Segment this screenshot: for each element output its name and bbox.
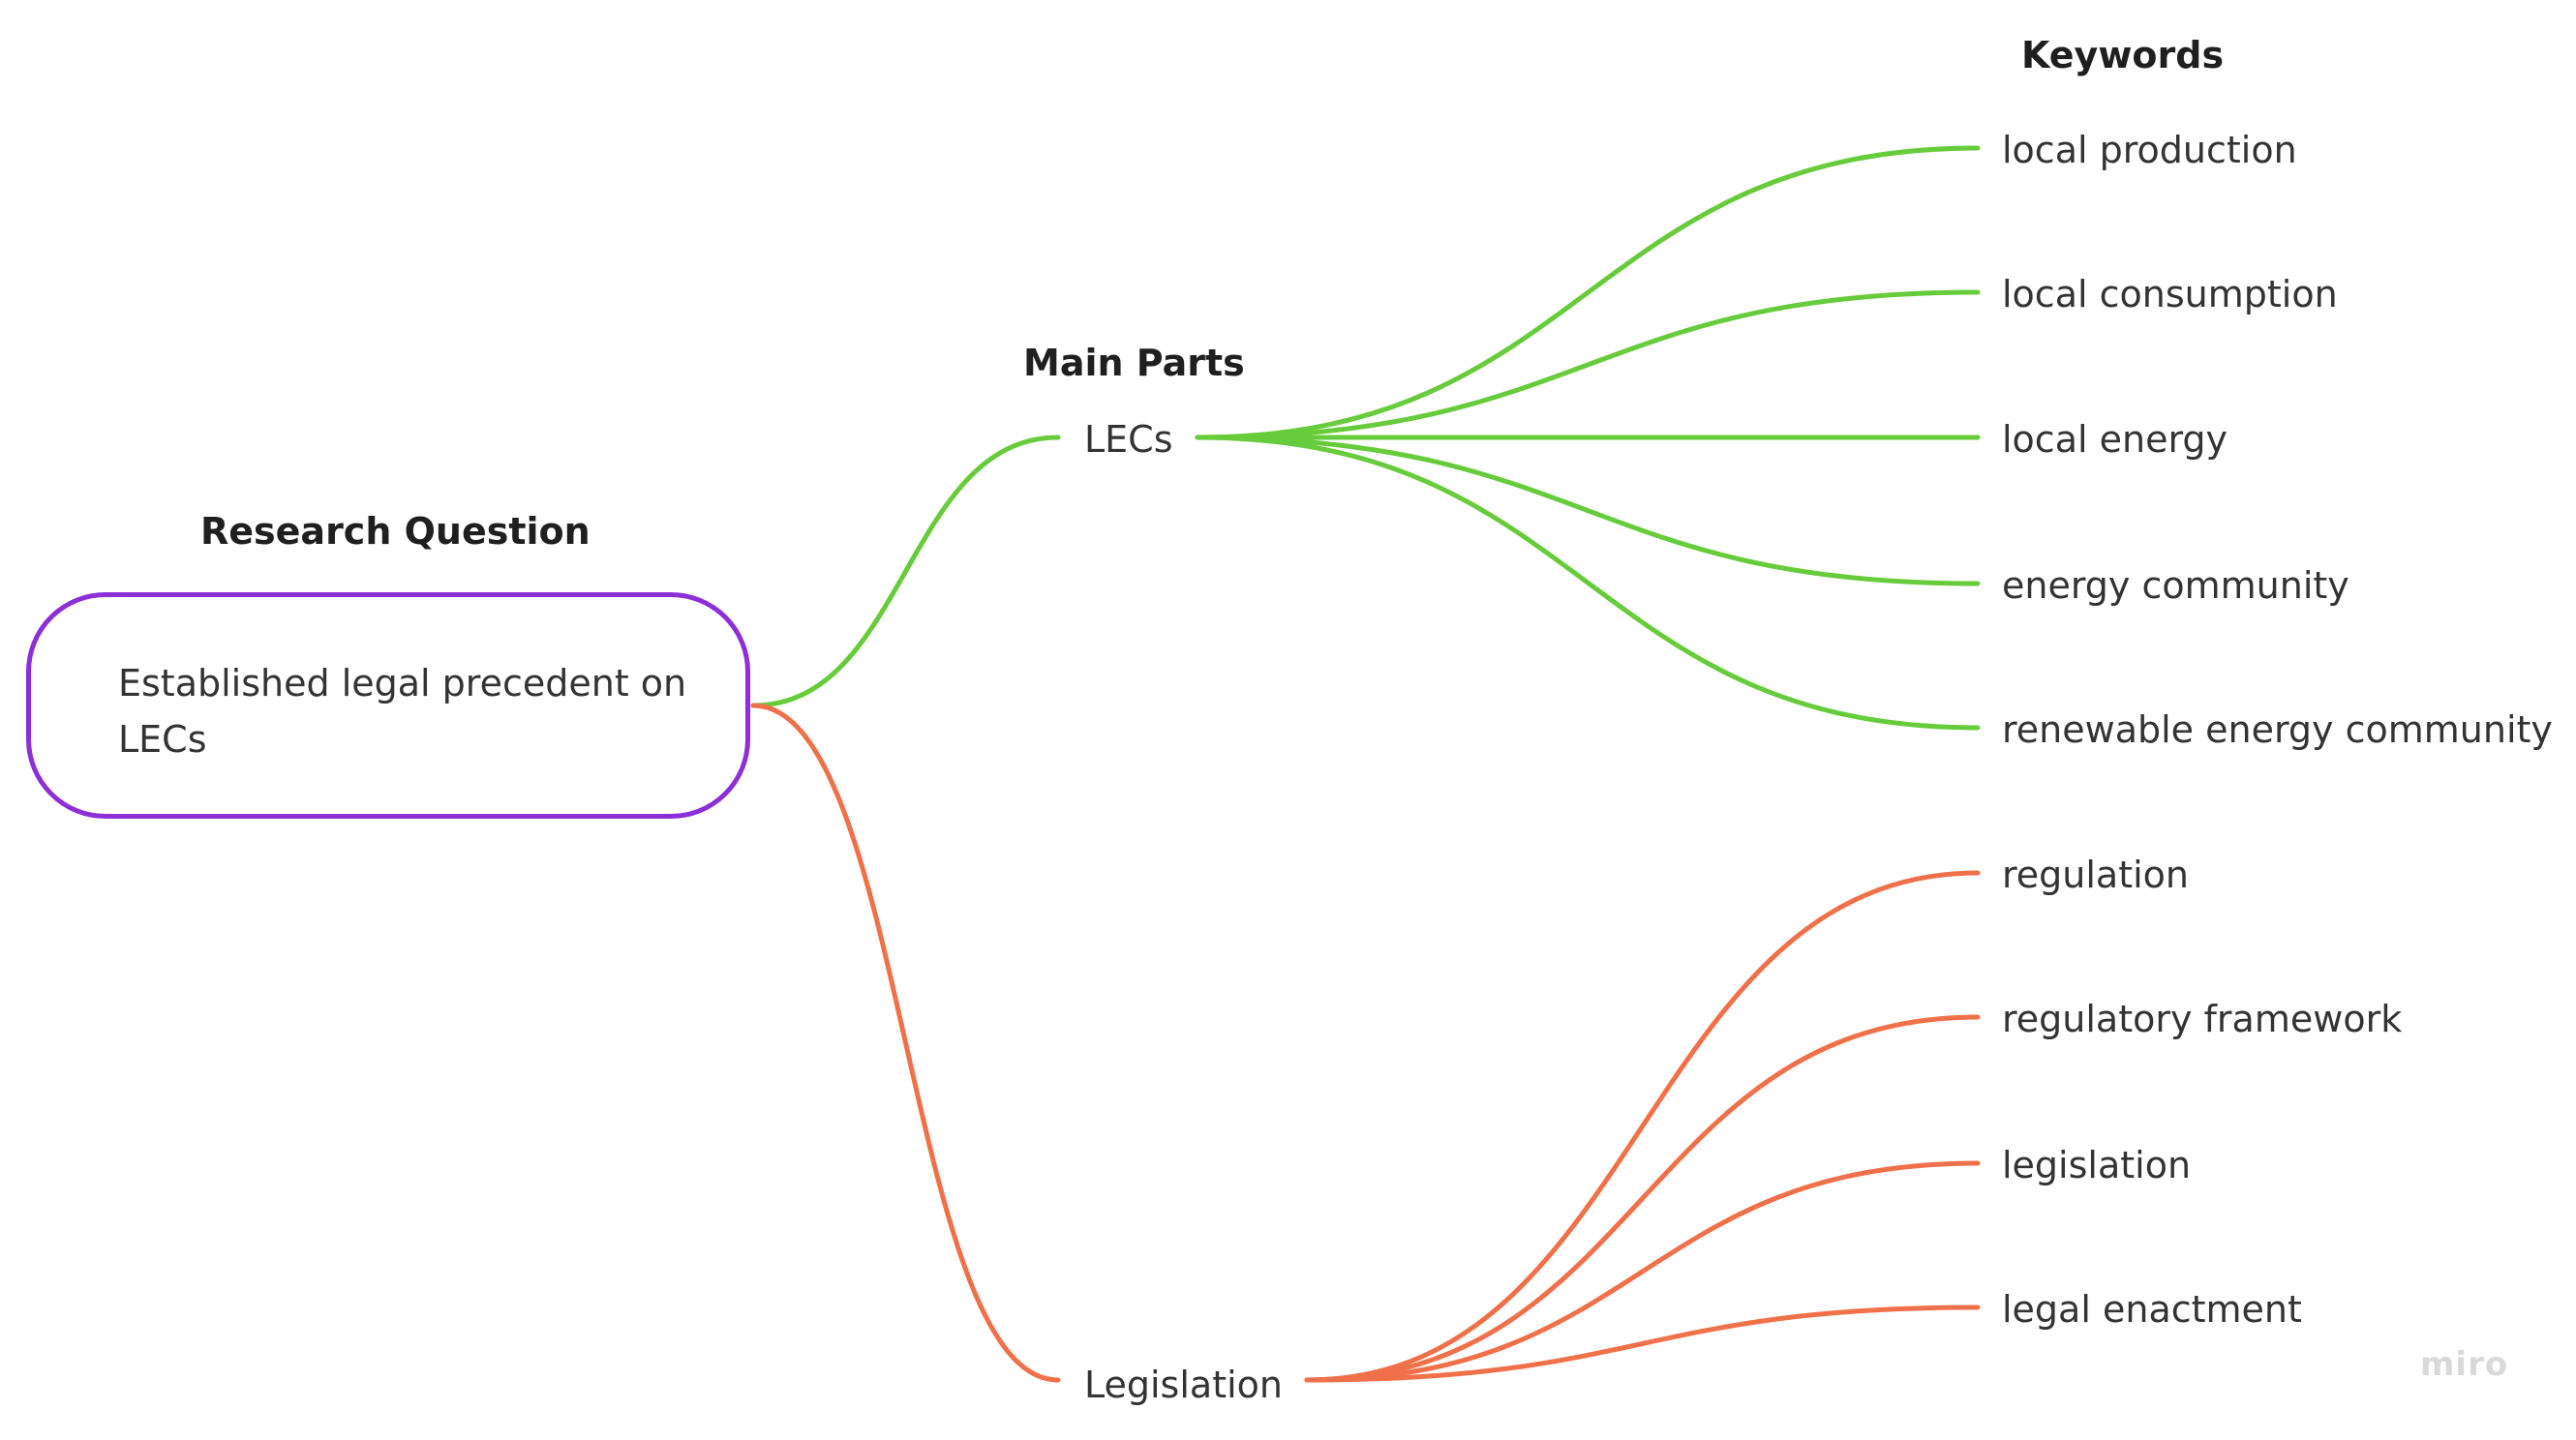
miro-watermark: miro	[2420, 1345, 2509, 1384]
keyword-regulatory-framework[interactable]: regulatory framework	[2002, 998, 2403, 1040]
connector-root-to-lecs	[750, 435, 1061, 708]
main-part-legislation[interactable]: Legislation	[1084, 1364, 1283, 1406]
connector-root-to-legislation	[750, 703, 1061, 1383]
keyword-legislation[interactable]: legislation	[2002, 1144, 2192, 1186]
keyword-local-energy[interactable]: local energy	[2002, 418, 2228, 461]
research-question-heading: Research Question	[200, 510, 591, 553]
connector-legislation-to-regulatory-framework	[1304, 1014, 1981, 1383]
keywords-heading: Keywords	[2021, 34, 2225, 76]
connector-lecs-to-local-consumption	[1195, 289, 1981, 440]
connector-lecs-to-energy-community	[1195, 435, 1981, 586]
keyword-energy-community[interactable]: energy community	[2002, 564, 2349, 607]
keyword-legal-enactment[interactable]: legal enactment	[2002, 1288, 2302, 1331]
keyword-local-consumption[interactable]: local consumption	[2002, 273, 2338, 315]
main-parts-heading: Main Parts	[1023, 342, 1245, 384]
keyword-renewable-energy-community[interactable]: renewable energy community	[2002, 708, 2553, 751]
keyword-regulation[interactable]: regulation	[2002, 854, 2190, 896]
connector-lecs-to-renewable-energy-community	[1195, 435, 1981, 731]
main-part-lecs[interactable]: LECs	[1084, 418, 1173, 461]
keyword-local-production[interactable]: local production	[2002, 129, 2297, 171]
connector-legislation-to-regulation	[1304, 870, 1981, 1383]
connector-legislation-to-legislation	[1304, 1160, 1981, 1383]
research-question-text: Established legal precedent on LECs	[118, 662, 687, 761]
connector-legislation-to-legal-enactment	[1304, 1305, 1981, 1383]
connector-lecs-to-local-production	[1195, 145, 1981, 440]
research-question-node[interactable]: Established legal precedent on LECs	[26, 592, 750, 819]
